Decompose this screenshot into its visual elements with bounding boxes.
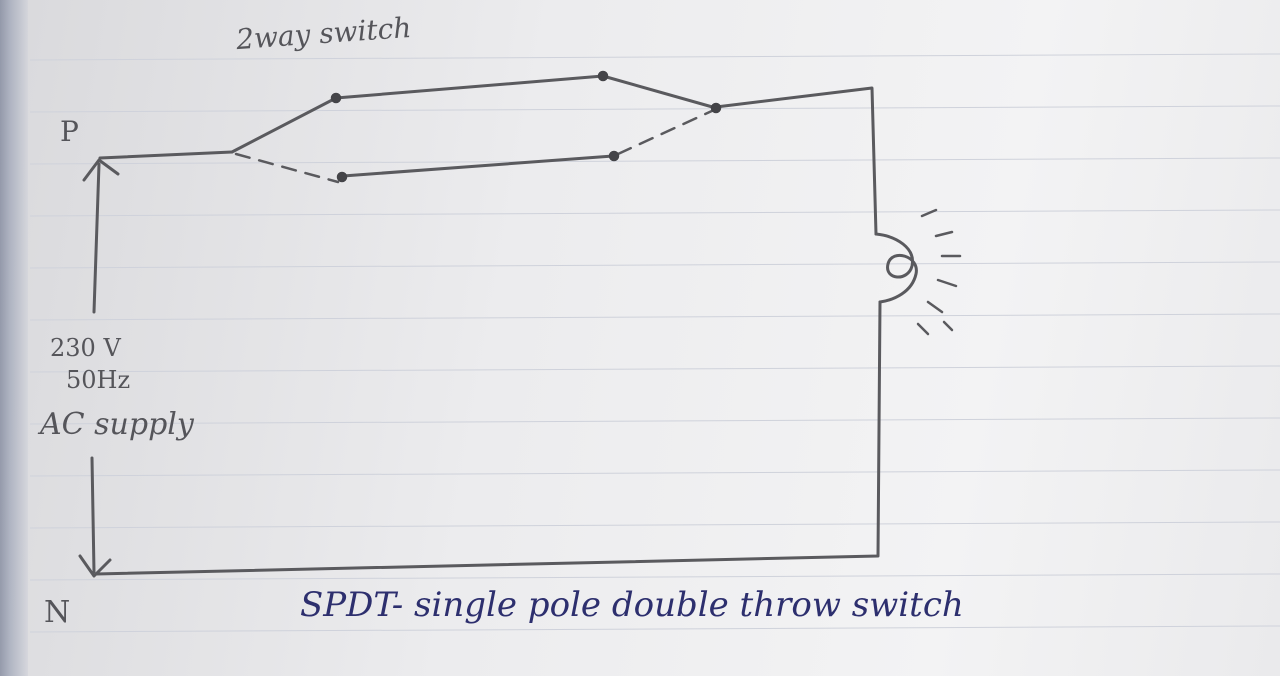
voltage-label: 230 V [50, 334, 121, 362]
supply-arrow-down-head [78, 554, 112, 578]
supply-label: AC supply [40, 407, 194, 442]
switch2-blade-closed [601, 74, 718, 110]
switch1-blade-closed [230, 96, 338, 154]
switch2-upper-terminal [597, 70, 609, 82]
lamp-glow-rays [916, 208, 962, 336]
frequency-label: 50Hz [66, 366, 131, 394]
switch1-lower-terminal [336, 171, 348, 183]
diagram-caption: SPDT- single pole double throw switch [300, 585, 964, 625]
neutral-label: N [44, 595, 71, 630]
switch1-upper-terminal [330, 92, 342, 104]
lamp-symbol [874, 232, 918, 304]
switch2-lower-terminal [608, 150, 620, 162]
supply-arrow-up-line [92, 162, 101, 314]
switch2-pivot-terminal [710, 102, 722, 114]
supply-arrow-down-line [90, 456, 96, 574]
switch2-blade-alternate [616, 108, 716, 156]
traveller-wire-lower [341, 154, 615, 178]
notebook-binding-edge [0, 0, 28, 676]
supply-arrow-up-head [82, 158, 120, 182]
phase-label: P [60, 115, 79, 148]
lamp-feed-wire [714, 86, 878, 236]
phase-wire [98, 150, 234, 160]
neutral-return-wire [94, 300, 882, 576]
traveller-wire-upper [334, 74, 605, 100]
switch1-blade-alternate [234, 152, 340, 184]
